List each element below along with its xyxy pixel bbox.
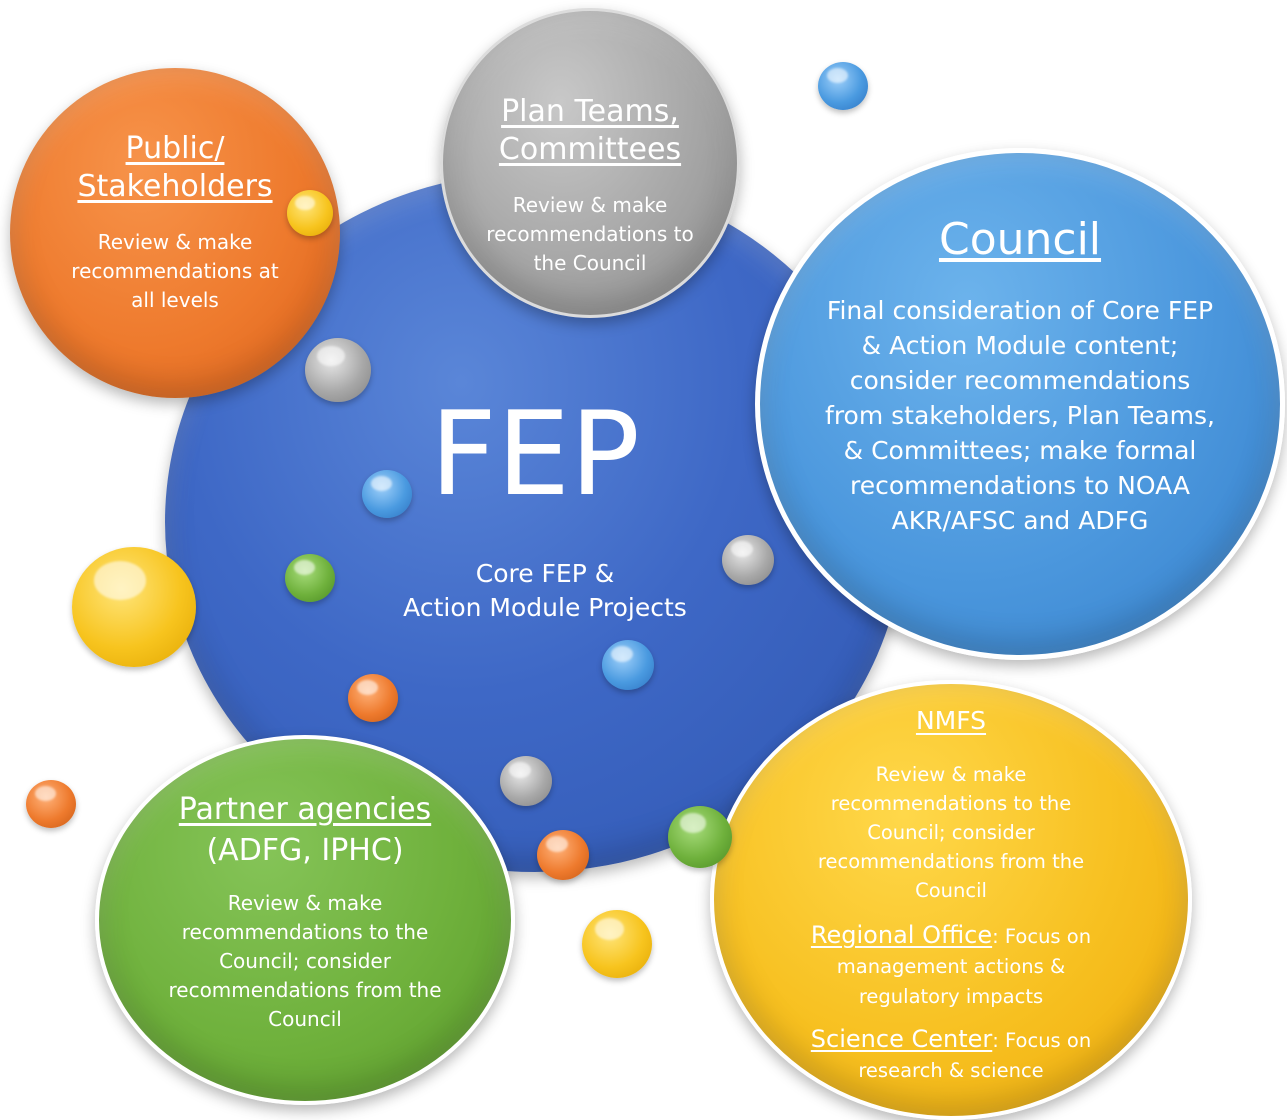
- public-stakeholders-bubble: Public/ Stakeholders Review & make recom…: [10, 68, 340, 398]
- partner-agencies-title: Partner agencies: [178, 792, 432, 827]
- regional-office-label: Regional Office: [810, 921, 993, 949]
- decorative-ball: [537, 830, 589, 880]
- decorative-ball: [722, 535, 774, 585]
- science-center-text: : Focus on research & science: [858, 1029, 1092, 1082]
- decorative-ball: [348, 674, 398, 722]
- council-bubble: Council Final consideration of Core FEP …: [755, 148, 1285, 660]
- fep-title: FEP: [430, 387, 640, 522]
- fep-subtitle: Core FEP & Action Module Projects: [355, 557, 735, 625]
- nmfs-title: NMFS: [915, 706, 987, 735]
- public-title-line2: Stakeholders: [77, 169, 273, 204]
- decorative-ball: [500, 756, 552, 806]
- partner-agencies-subtitle: (ADFG, IPHC): [206, 833, 404, 868]
- decorative-ball: [582, 910, 652, 978]
- council-description: Final consideration of Core FEP & Action…: [825, 296, 1215, 535]
- decorative-ball: [285, 554, 335, 602]
- plan-teams-title-line2: Committees: [498, 132, 682, 167]
- plan-teams-title-line1: Plan Teams,: [501, 94, 679, 129]
- regional-office-text: : Focus on management actions & regulato…: [836, 925, 1092, 1008]
- public-title-line1: Public/: [125, 131, 225, 166]
- decorative-ball: [602, 640, 654, 690]
- council-title: Council: [938, 214, 1102, 265]
- decorative-ball: [818, 62, 868, 110]
- nmfs-description: Review & make recommendations to the Cou…: [817, 763, 1085, 902]
- decorative-ball: [26, 780, 76, 828]
- plan-teams-bubble: Plan Teams, Committees Review & make rec…: [440, 8, 740, 318]
- fep-subtitle-line2: Action Module Projects: [403, 593, 687, 622]
- partner-agencies-description: Review & make recommendations to the Cou…: [168, 891, 442, 1031]
- plan-teams-description: Review & make recommendations to the Cou…: [486, 193, 694, 275]
- partner-agencies-bubble: Partner agencies (ADFG, IPHC) Review & m…: [95, 735, 515, 1105]
- decorative-ball: [305, 338, 371, 402]
- public-stakeholders-description: Review & make recommendations at all lev…: [71, 230, 279, 312]
- public-stakeholders-title: Public/ Stakeholders: [60, 130, 290, 206]
- plan-teams-title: Plan Teams, Committees: [463, 93, 717, 169]
- nmfs-bubble: NMFS Review & make recommendations to th…: [710, 680, 1192, 1120]
- decorative-ball: [362, 470, 412, 518]
- decorative-ball: [668, 806, 732, 868]
- science-center-label: Science Center: [810, 1025, 993, 1053]
- decorative-ball: [72, 547, 196, 667]
- nmfs-regional-office: Regional Office: Focus on management act…: [784, 920, 1118, 1012]
- decorative-ball: [287, 190, 333, 236]
- nmfs-science-center: Science Center: Focus on research & scie…: [784, 1024, 1118, 1086]
- fep-subtitle-line1: Core FEP &: [475, 559, 615, 588]
